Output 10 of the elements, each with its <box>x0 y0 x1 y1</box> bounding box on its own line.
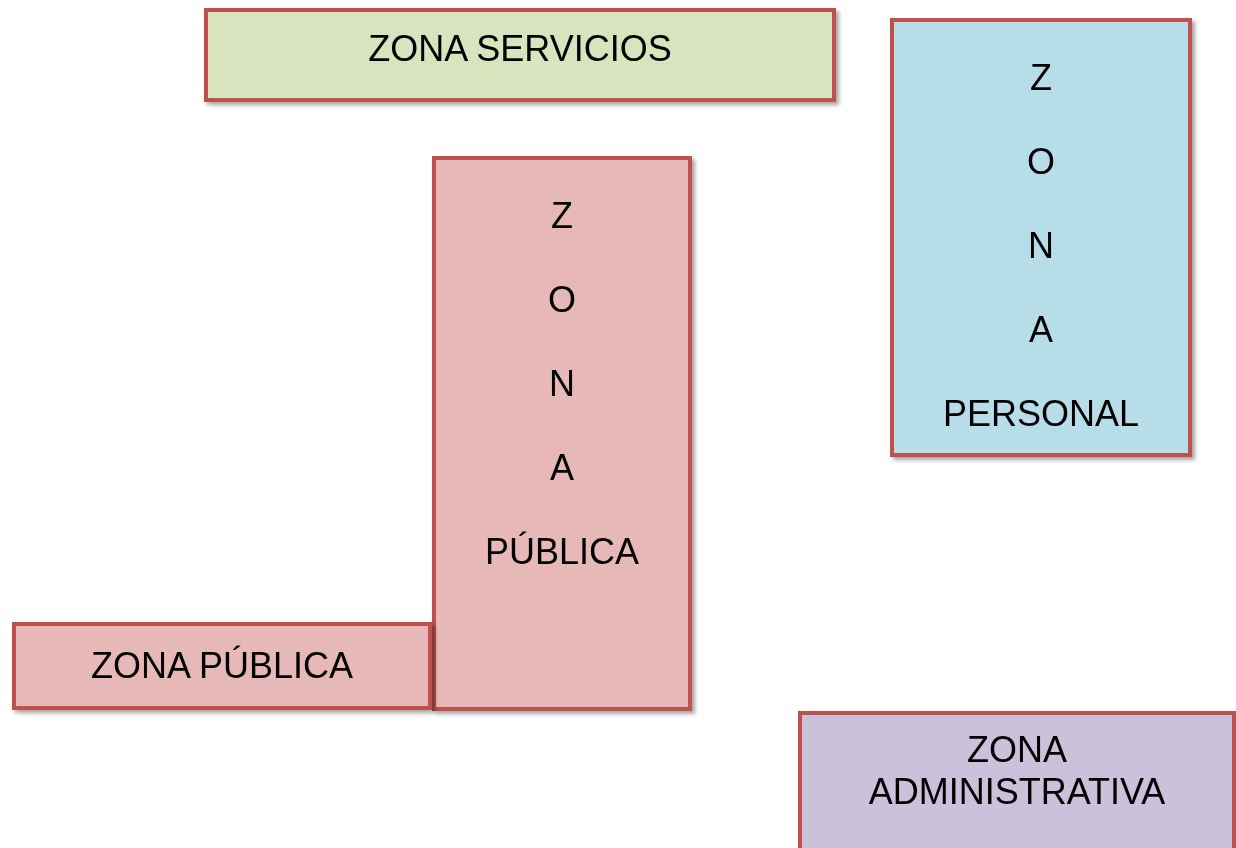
zone-label: ZONA PÚBLICA <box>90 645 354 687</box>
zone-label: ZONA ADMINISTRATIVA <box>867 729 1167 813</box>
zone-box <box>432 156 692 711</box>
zone-label: ZONA SERVICIOS <box>368 28 672 70</box>
zone-label: Z O N A PÚBLICA <box>483 194 641 574</box>
zone-box <box>798 711 1236 848</box>
zone-box <box>12 622 432 710</box>
zone-box <box>890 18 1192 457</box>
zone-label: Z O N A PERSONAL <box>941 56 1141 436</box>
zone-box <box>204 8 836 102</box>
